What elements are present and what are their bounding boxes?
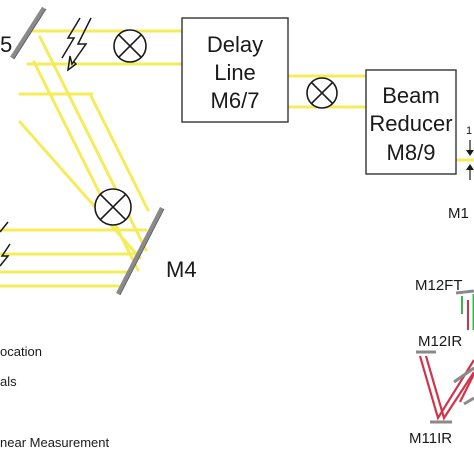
focus-arrows: 1 bbox=[466, 125, 474, 180]
beam-reducer-text-3: M8/9 bbox=[387, 140, 436, 165]
detail-cluster: M12FT M12IR M11IR bbox=[409, 277, 474, 447]
beam-reducer-text-2: Reducer bbox=[369, 111, 452, 136]
chopper-icon bbox=[113, 29, 147, 63]
mirror-m5 bbox=[10, 6, 46, 60]
delay-line-box: Delay Line M6/7 bbox=[181, 17, 289, 123]
mirror-m12ft bbox=[455, 289, 474, 295]
label-m12ft: M12FT bbox=[415, 277, 463, 294]
lightning-bolt-icon bbox=[61, 17, 92, 72]
mirror-m4 bbox=[115, 206, 165, 296]
beam-reducer-text-1: Beam bbox=[382, 83, 439, 108]
beam-diag-3 bbox=[88, 92, 150, 212]
delay-line-text-2: Line bbox=[214, 60, 256, 85]
arrow-tick: 1 bbox=[466, 125, 472, 137]
mirrors bbox=[10, 6, 165, 296]
beam-diag-4 bbox=[18, 120, 142, 260]
label-m5: 5 bbox=[0, 32, 12, 57]
legend-item-1: ocation bbox=[0, 344, 42, 359]
label-m1: M1 bbox=[448, 205, 469, 222]
red-beam-1 bbox=[418, 355, 474, 421]
beam-reducer-box: Beam Reducer M8/9 bbox=[365, 69, 457, 175]
legend: ocation als near Measurement bbox=[0, 344, 109, 450]
chopper-icon bbox=[306, 77, 338, 109]
red-beam-2 bbox=[424, 355, 474, 421]
label-m4: M4 bbox=[166, 257, 197, 282]
lightning-bolt-icon bbox=[0, 221, 11, 267]
legend-item-3: near Measurement bbox=[0, 435, 109, 450]
delay-line-text-1: Delay bbox=[207, 32, 263, 57]
beam-diag-1 bbox=[38, 35, 148, 252]
legend-item-2: als bbox=[0, 374, 17, 389]
chopper-icon bbox=[94, 188, 132, 226]
delay-line-text-3: M6/7 bbox=[211, 88, 260, 113]
beam-paths bbox=[0, 29, 474, 288]
label-m12ir: M12IR bbox=[418, 333, 462, 350]
label-m11ir: M11IR bbox=[409, 430, 452, 447]
